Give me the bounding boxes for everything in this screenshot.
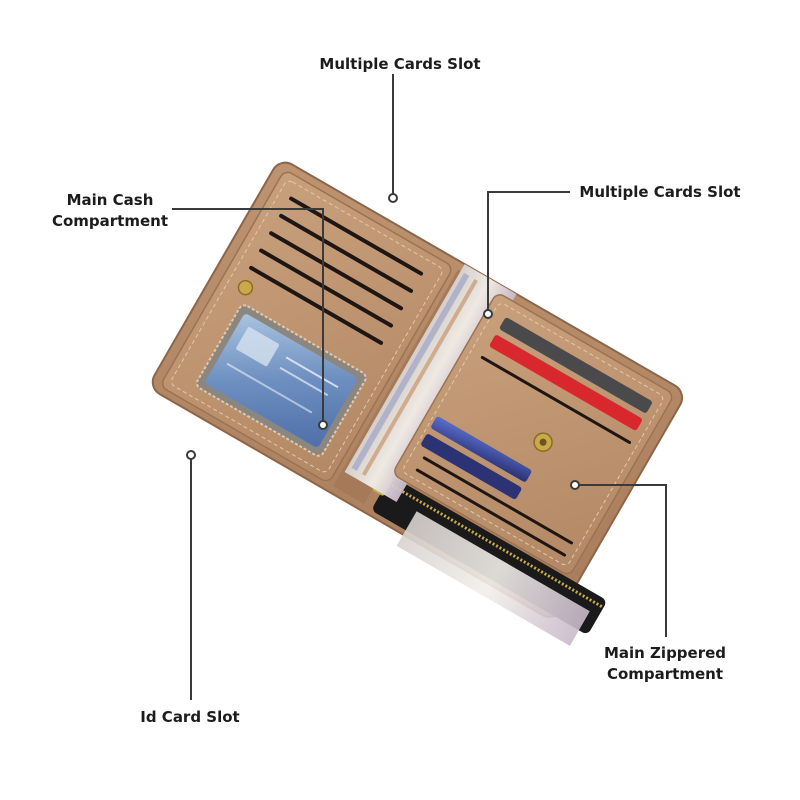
card-slot	[289, 196, 424, 276]
leader-lines	[172, 74, 667, 700]
leader-zipper	[575, 484, 667, 637]
card-slot	[422, 456, 574, 545]
id-card-text	[285, 356, 339, 389]
leader-dot	[570, 480, 580, 490]
red-card	[489, 335, 642, 431]
blue-card	[421, 434, 522, 500]
card-slot	[249, 265, 384, 345]
id-card-chip	[236, 327, 279, 367]
leader-dot	[318, 420, 328, 430]
leader-dot	[186, 450, 196, 460]
cash-note-stripe	[361, 279, 478, 476]
blue-card	[431, 416, 532, 482]
callout-multiple-cards-slot-right: Multiple Cards Slot	[579, 183, 741, 201]
wallet	[151, 161, 684, 646]
leader-dot	[388, 193, 398, 203]
zipper-teeth	[387, 482, 603, 608]
card-slot	[279, 213, 414, 293]
id-card-text	[226, 362, 313, 414]
cash-note-stripe	[351, 273, 470, 471]
card-slot	[415, 468, 567, 557]
zipper-notes	[396, 511, 590, 646]
callout-main-cash-compartment: Main Cash Compartment	[51, 191, 169, 230]
left-panel-stitching	[171, 180, 443, 473]
callout-multiple-cards-slot-top: Multiple Cards Slot	[319, 55, 481, 73]
callout-main-zippered-compartment: Main Zippered Compartment	[603, 644, 727, 683]
cash-notes	[344, 264, 517, 502]
snap-button-left	[237, 279, 254, 296]
left-card-slots	[249, 196, 424, 345]
right-panel-stitching	[403, 303, 664, 566]
callout-id-card-slot: Id Card Slot	[140, 708, 240, 726]
grey-card	[499, 317, 652, 413]
card-slot	[269, 231, 404, 311]
leader-right-cards	[487, 191, 570, 314]
card-slot	[259, 248, 394, 328]
leader-cash	[172, 208, 324, 425]
card-slot	[480, 355, 632, 444]
id-card-text	[279, 366, 329, 397]
snap-button-right-center	[539, 438, 547, 446]
leader-dot	[483, 309, 493, 319]
